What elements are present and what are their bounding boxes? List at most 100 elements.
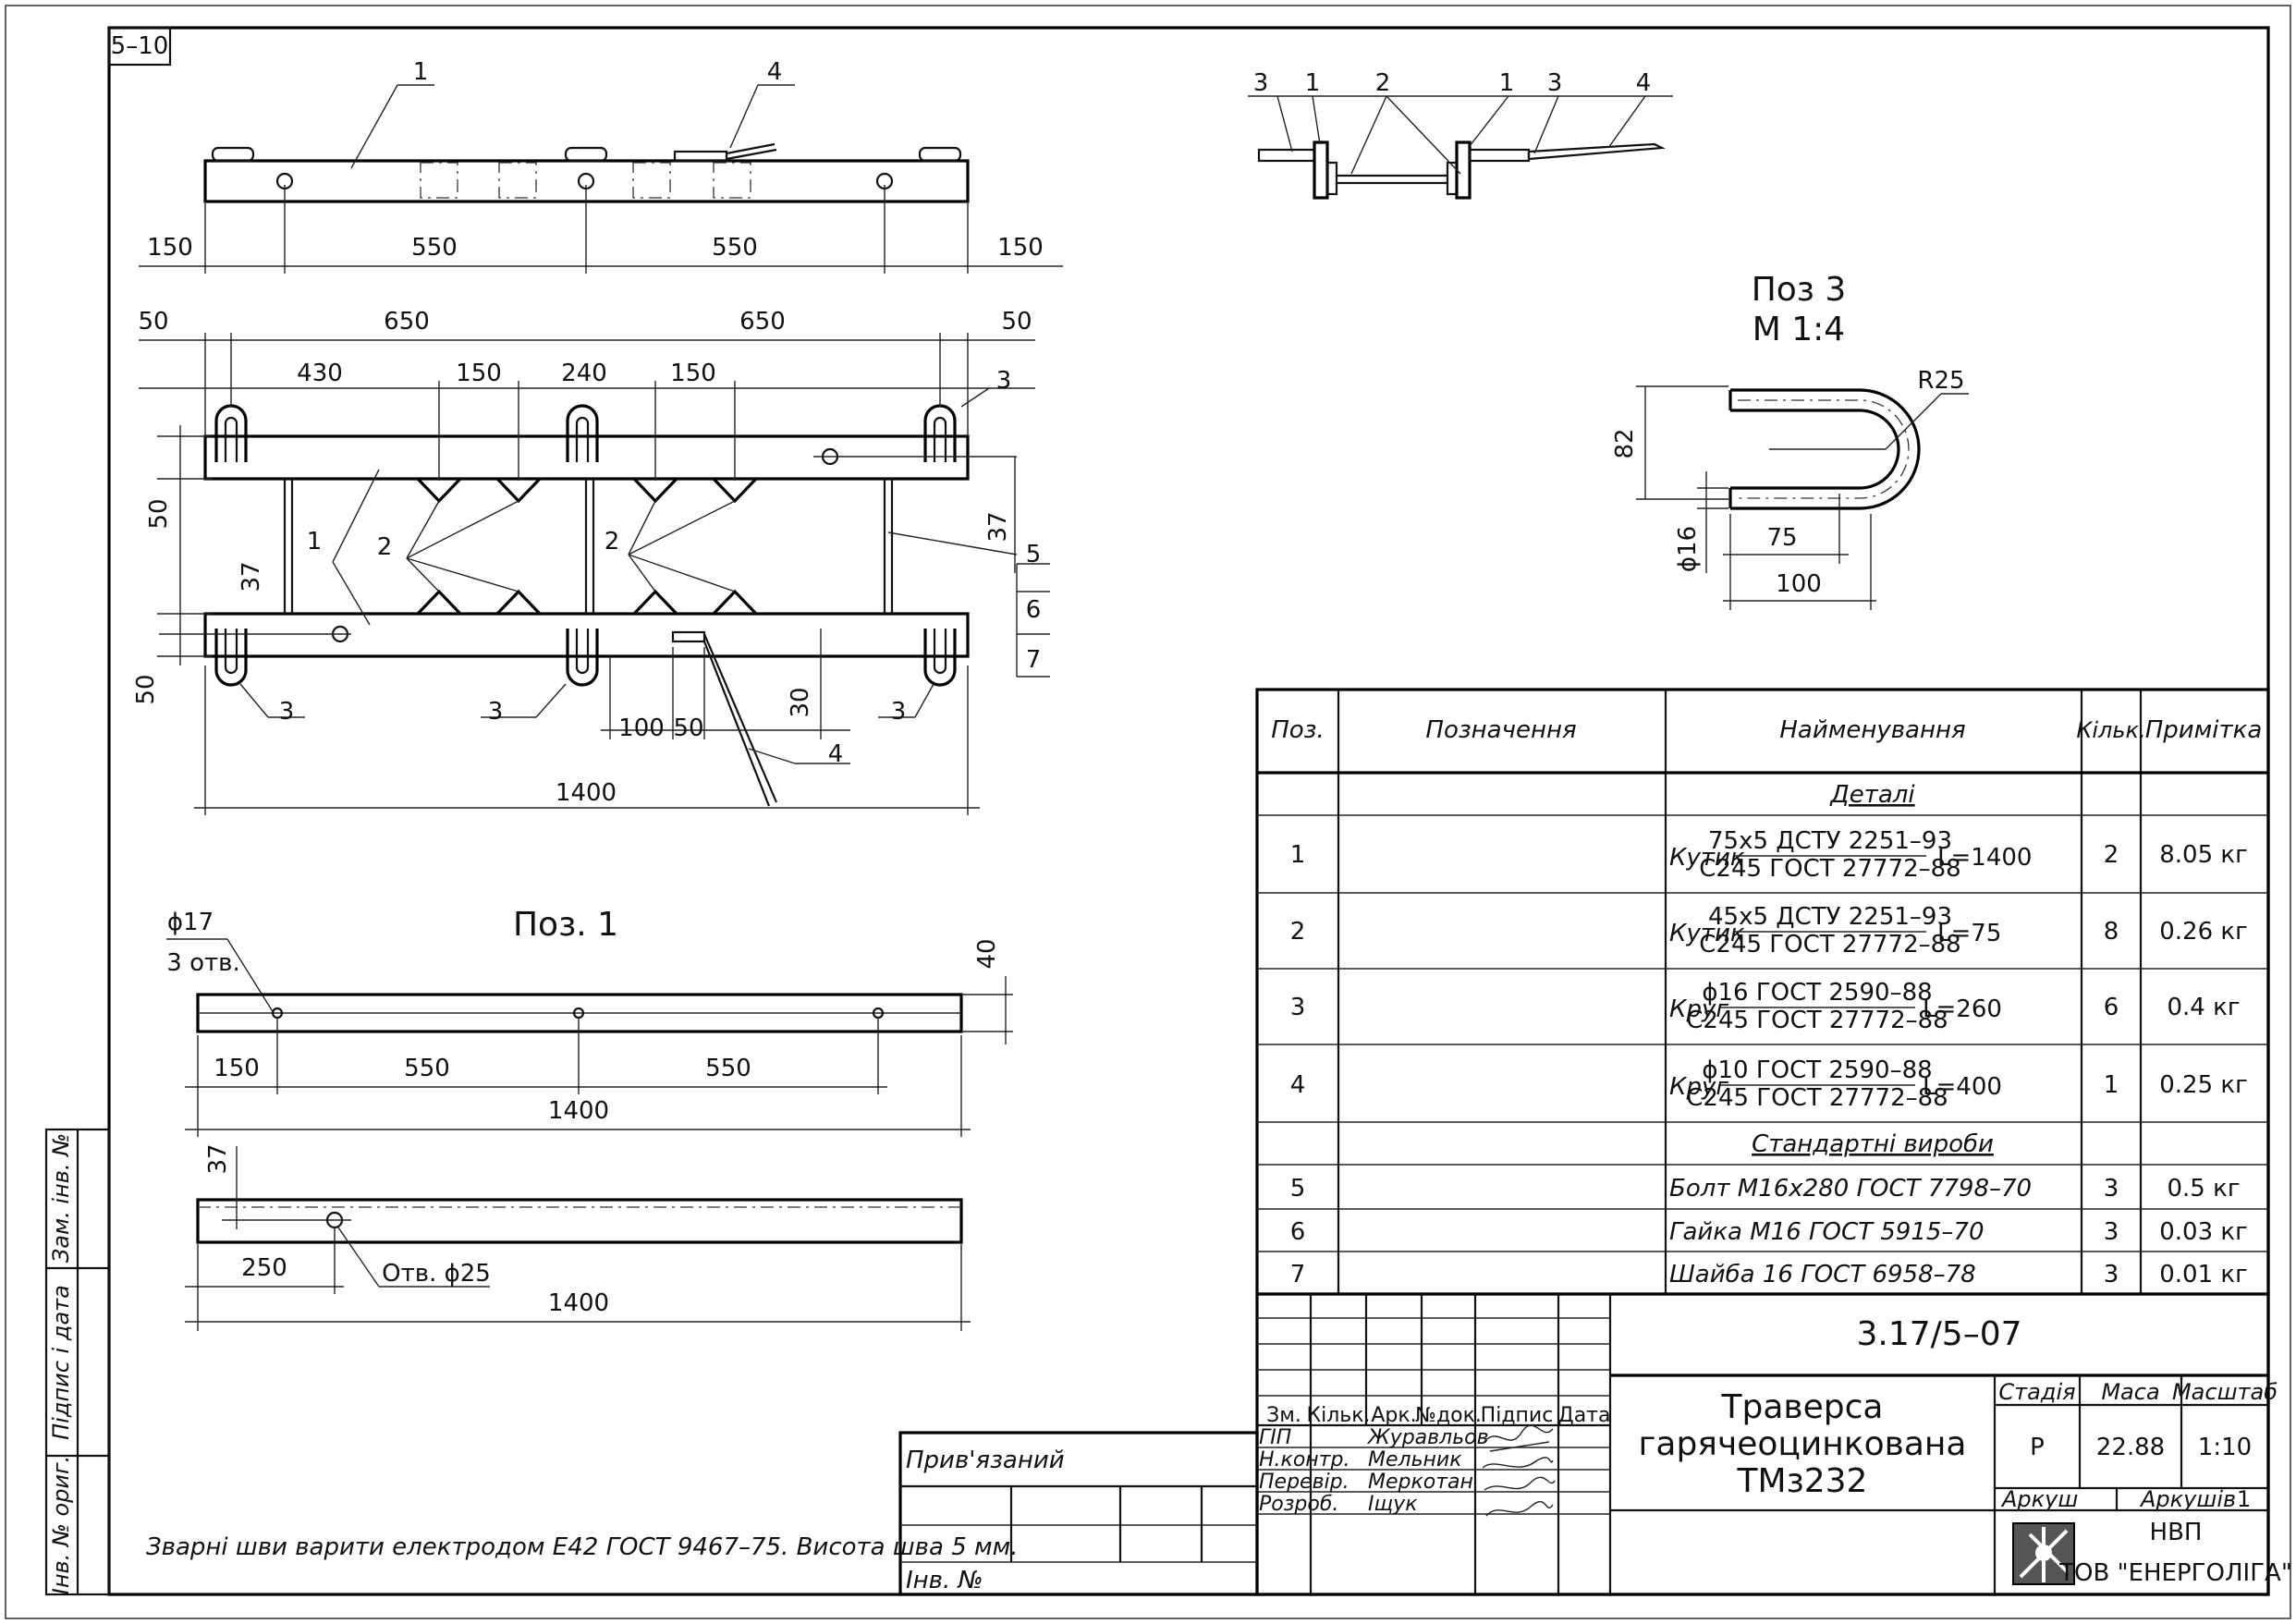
plan-callout-2b: 2 <box>605 528 620 556</box>
end-callout-1b: 1 <box>1499 69 1515 97</box>
spec-row3-bottom: С245 ГОСТ 27772–88 <box>1686 1007 1948 1034</box>
outer-border <box>5 5 2291 1619</box>
tb-header-zm: Зм. <box>1266 1404 1301 1427</box>
plan-dim-top-1: 50 <box>138 308 168 336</box>
plan-callout-3a: 3 <box>996 367 1012 395</box>
tb-header-doc: №док. <box>1415 1404 1482 1427</box>
spec-header-qty: Кільк. <box>2076 717 2145 743</box>
spec-row4-pos: 4 <box>1290 1071 1306 1099</box>
plan-dim-left-2: 37 <box>238 561 265 592</box>
title-line-2: гарячеоцинкована <box>1638 1425 1966 1463</box>
top-view: 150 550 550 150 1 4 <box>139 58 1063 274</box>
spec-row7-name: Шайба 16 ГОСТ 6958–78 <box>1669 1261 1976 1288</box>
spec-table: Поз. Позначення Найменування Кільк. Прим… <box>1255 688 2270 1296</box>
spec-header-designation: Позначення <box>1425 716 1576 744</box>
tb-sheet-label: Аркуш <box>2000 1486 2078 1512</box>
spec-row5-qty: 3 <box>2104 1175 2119 1203</box>
spec-row3-prefix: Круг <box>1669 995 1728 1023</box>
plan-dim-total: 1400 <box>556 779 617 807</box>
pos1-lower-offset: 37 <box>204 1143 232 1174</box>
tb-scale-label: Масштаб <box>2172 1379 2278 1405</box>
inv-no-label: Інв. № <box>906 1567 983 1594</box>
spec-row7-qty: 3 <box>2104 1261 2119 1288</box>
pos3-scale: М 1:4 <box>1753 311 1845 348</box>
spec-section-standard: Стандартні вироби <box>1752 1130 1994 1158</box>
spec-row2-qty: 8 <box>2104 918 2119 946</box>
spec-row1-note: 8.05 кг <box>2159 841 2248 869</box>
top-dim-1: 150 <box>147 234 193 262</box>
plan-dim-bot-2: 50 <box>673 714 703 742</box>
spec-row6-note: 0.03 кг <box>2159 1218 2248 1246</box>
side-signature-date: Підпис і дата <box>48 1285 74 1440</box>
title-line-3: ТМз232 <box>1737 1462 1868 1500</box>
spec-row2-pos: 2 <box>1290 918 1306 946</box>
spec-row3-qty: 6 <box>2104 994 2119 1021</box>
top-dim-3: 550 <box>712 234 758 262</box>
plan-dim-2nd-4: 150 <box>670 360 716 387</box>
side-inv-orig: Інв. № ориг. <box>48 1456 74 1595</box>
spec-row4-note: 0.25 кг <box>2159 1071 2248 1099</box>
title-line-1: Траверса <box>1721 1388 1884 1426</box>
spec-row3-pos: 3 <box>1290 994 1306 1021</box>
plan-callout-7: 7 <box>1026 646 1042 674</box>
pos1-height: 40 <box>973 938 1001 969</box>
tb-role-3: Перевір. <box>1259 1471 1350 1494</box>
tb-header-sign: Підпис <box>1481 1404 1554 1427</box>
tb-stage: Р <box>2030 1434 2045 1461</box>
spec-row5-note: 0.5 кг <box>2168 1175 2241 1203</box>
end-callout-3b: 3 <box>1547 69 1563 97</box>
signature-3 <box>1484 1476 1556 1491</box>
spec-row6-pos: 6 <box>1290 1218 1306 1246</box>
plan-dim-2nd-1: 430 <box>297 360 343 387</box>
pos1-lower-dim: 250 <box>241 1254 287 1282</box>
pos1-lower-hole: Отв. ϕ25 <box>382 1260 491 1288</box>
plan-callout-2a: 2 <box>377 533 393 561</box>
corner-code: 5–10 <box>111 32 169 60</box>
plan-dim-top-4: 50 <box>1001 308 1032 336</box>
end-callout-3a: 3 <box>1253 69 1269 97</box>
spec-row4-len: L=400 <box>1923 1073 2002 1101</box>
spec-row1-top: 75x5 ДСТУ 2251–93 <box>1708 827 1952 855</box>
signature-4 <box>1485 1500 1554 1517</box>
pos3-diameter: ϕ16 <box>1674 526 1702 572</box>
tb-header-qty: Кільк. <box>1306 1404 1370 1427</box>
spec-row1-bottom: С245 ГОСТ 27772–88 <box>1699 855 1960 883</box>
linked-block: Прив'язаний Інв. № <box>898 1431 1259 1596</box>
pos3-detail: Поз 3 М 1:4 R25 82 ϕ16 75 100 <box>1611 271 1969 610</box>
spec-row6-qty: 3 <box>2104 1218 2119 1246</box>
tb-header-ark: Арк. <box>1371 1404 1416 1427</box>
plan-callout-4: 4 <box>828 740 844 768</box>
plan-dim-bot-1: 100 <box>618 714 665 742</box>
tb-sheets: 1 <box>2237 1486 2251 1512</box>
pos1-dim-2: 550 <box>404 1055 450 1082</box>
tb-stage-label: Стадія <box>1998 1379 2075 1405</box>
signature-1 <box>1482 1424 1554 1452</box>
spec-row1-prefix: Кутик <box>1669 844 1745 872</box>
linked-label: Прив'язаний <box>906 1447 1065 1474</box>
plan-dim-left-1: 50 <box>145 498 173 529</box>
welding-note: Зварні шви варити електродом Е42 ГОСТ 94… <box>146 1533 1019 1561</box>
pos1-detail: Поз. 1 ϕ17 3 отв. 40 150 550 550 1400 37… <box>166 906 1013 1331</box>
spec-row4-top: ϕ10 ГОСТ 2590–88 <box>1702 1056 1932 1084</box>
tb-name-1: Журавльов <box>1366 1426 1489 1449</box>
spec-section-details: Деталі <box>1829 781 1915 809</box>
tb-role-4: Розроб. <box>1259 1493 1338 1516</box>
tb-role-1: ГІП <box>1259 1426 1291 1449</box>
spec-row2-len: L=75 <box>1937 920 2001 947</box>
top-callout-4: 4 <box>767 58 783 86</box>
spec-row1-pos: 1 <box>1290 841 1306 869</box>
spec-header-name: Найменування <box>1779 716 1965 744</box>
spec-row4-bottom: С245 ГОСТ 27772–88 <box>1686 1084 1948 1112</box>
drawing-frame <box>107 26 2270 1596</box>
plan-dim-2nd-3: 240 <box>561 360 607 387</box>
top-dim-4: 150 <box>997 234 1044 262</box>
spec-row3-note: 0.4 кг <box>2168 994 2241 1021</box>
pos3-title: Поз 3 <box>1752 271 1847 309</box>
tb-name-2: Мельник <box>1368 1448 1462 1471</box>
spec-row7-pos: 7 <box>1290 1261 1306 1288</box>
side-zam-inv: Зам. інв. № <box>48 1133 74 1263</box>
spec-row4-qty: 1 <box>2104 1071 2119 1099</box>
end-callout-4: 4 <box>1636 69 1652 97</box>
plan-dim-2nd-2: 150 <box>456 360 502 387</box>
